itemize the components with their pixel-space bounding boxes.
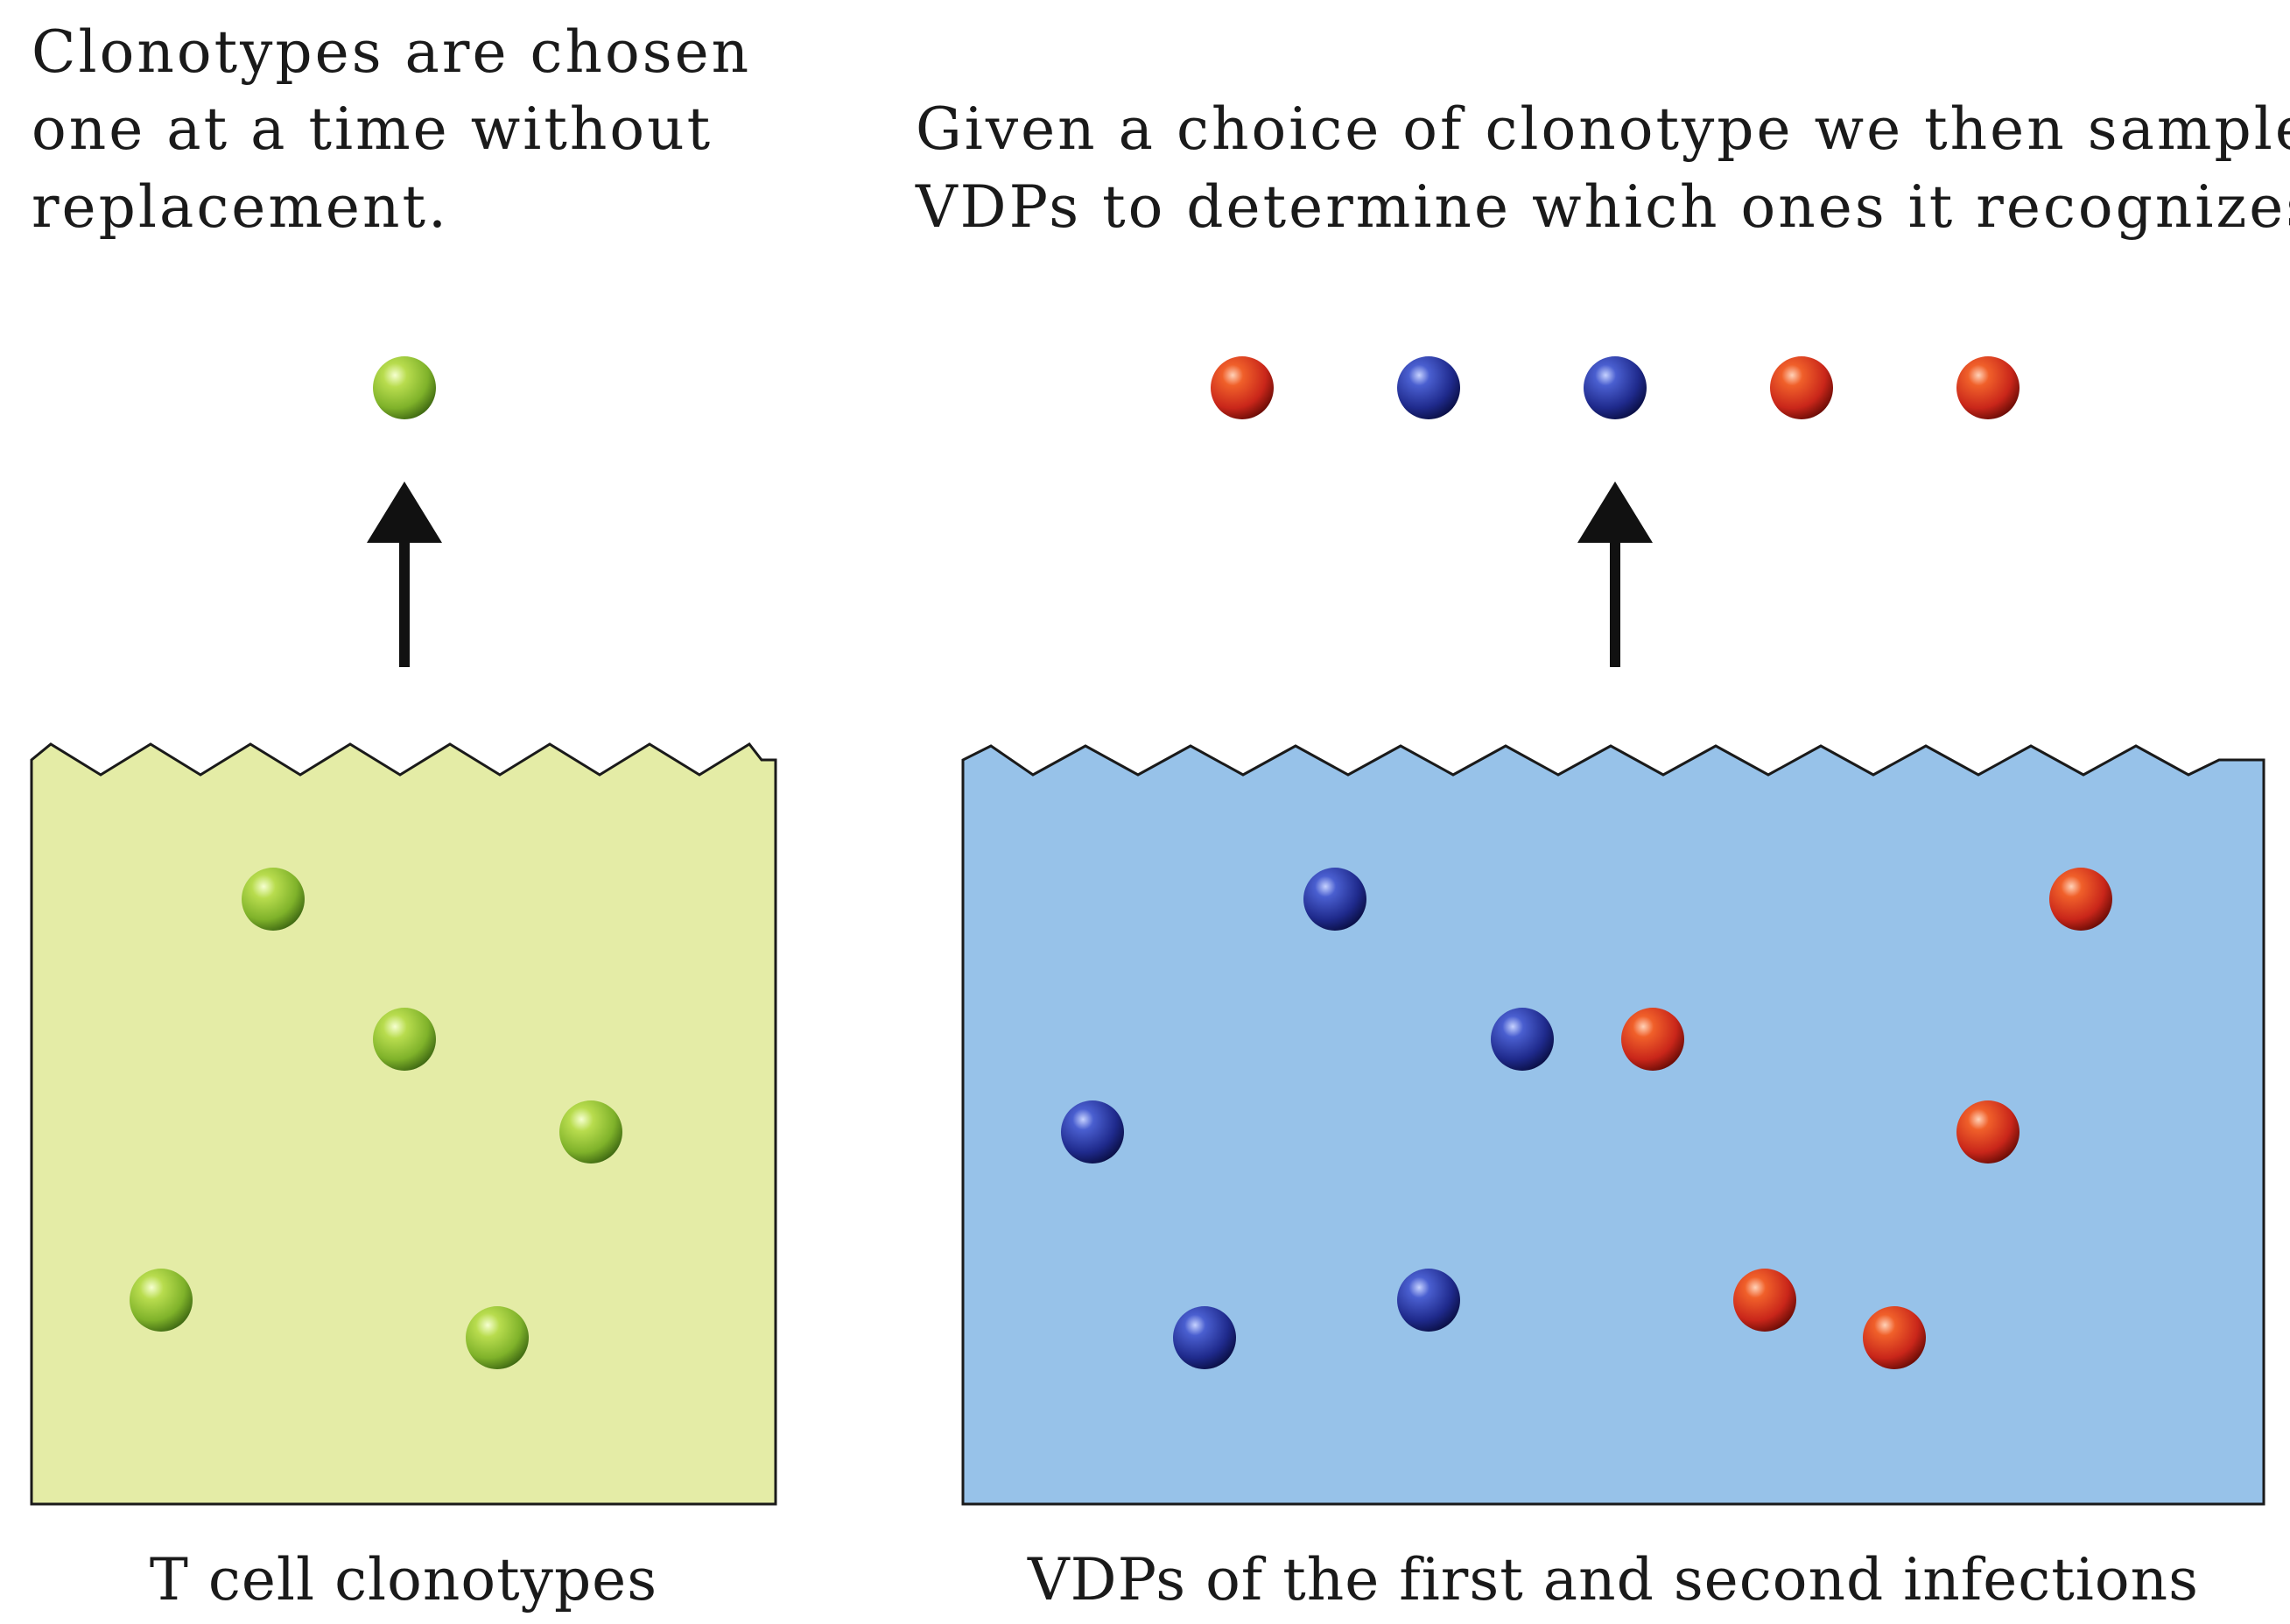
blue-ball bbox=[1173, 1306, 1236, 1369]
red-ball bbox=[1770, 356, 1833, 419]
green-ball bbox=[242, 868, 305, 931]
vdp-container bbox=[961, 744, 2265, 1506]
blue-ball bbox=[1303, 868, 1366, 931]
clonotype-container-shape bbox=[30, 742, 777, 1506]
clonotype-container-label: T cell clonotypes bbox=[150, 1546, 657, 1613]
sampled-vdps bbox=[1211, 356, 2020, 419]
green-ball bbox=[466, 1306, 529, 1369]
selected-clonotype bbox=[373, 356, 436, 419]
blue-ball bbox=[1584, 356, 1647, 419]
caption-left-line-3: replacement. bbox=[32, 173, 449, 241]
caption-right: Given a choice of clonotype we then samp… bbox=[915, 95, 2290, 241]
red-ball bbox=[2049, 868, 2112, 931]
green-ball bbox=[373, 1008, 436, 1071]
green-ball bbox=[559, 1100, 622, 1164]
vdp-container-shape bbox=[961, 744, 2265, 1506]
caption-right-line-1: Given a choice of clonotype we then samp… bbox=[916, 95, 2290, 163]
caption-left-line-1: Clonotypes are chosen bbox=[32, 18, 751, 86]
red-ball bbox=[1733, 1269, 1796, 1332]
caption-left: Clonotypes are chosen one at a time with… bbox=[32, 18, 772, 241]
red-ball bbox=[1863, 1306, 1926, 1369]
blue-ball bbox=[1397, 356, 1460, 419]
arrow-up-left bbox=[367, 482, 442, 667]
red-ball bbox=[1621, 1008, 1684, 1071]
caption-left-line-2: one at a time without bbox=[32, 95, 713, 163]
blue-ball bbox=[1397, 1269, 1460, 1332]
red-ball bbox=[1956, 1100, 2020, 1164]
caption-right-line-2: VDPs to determine which ones it recogniz… bbox=[915, 173, 2290, 241]
green-ball bbox=[373, 356, 436, 419]
red-ball bbox=[1211, 356, 1274, 419]
green-ball bbox=[130, 1269, 193, 1332]
red-ball bbox=[1956, 356, 2020, 419]
arrow-up-right bbox=[1577, 482, 1653, 667]
blue-ball bbox=[1491, 1008, 1554, 1071]
blue-ball bbox=[1061, 1100, 1124, 1164]
vdp-container-label: VDPs of the first and second infections bbox=[1027, 1546, 2199, 1613]
clonotype-container bbox=[30, 742, 777, 1506]
